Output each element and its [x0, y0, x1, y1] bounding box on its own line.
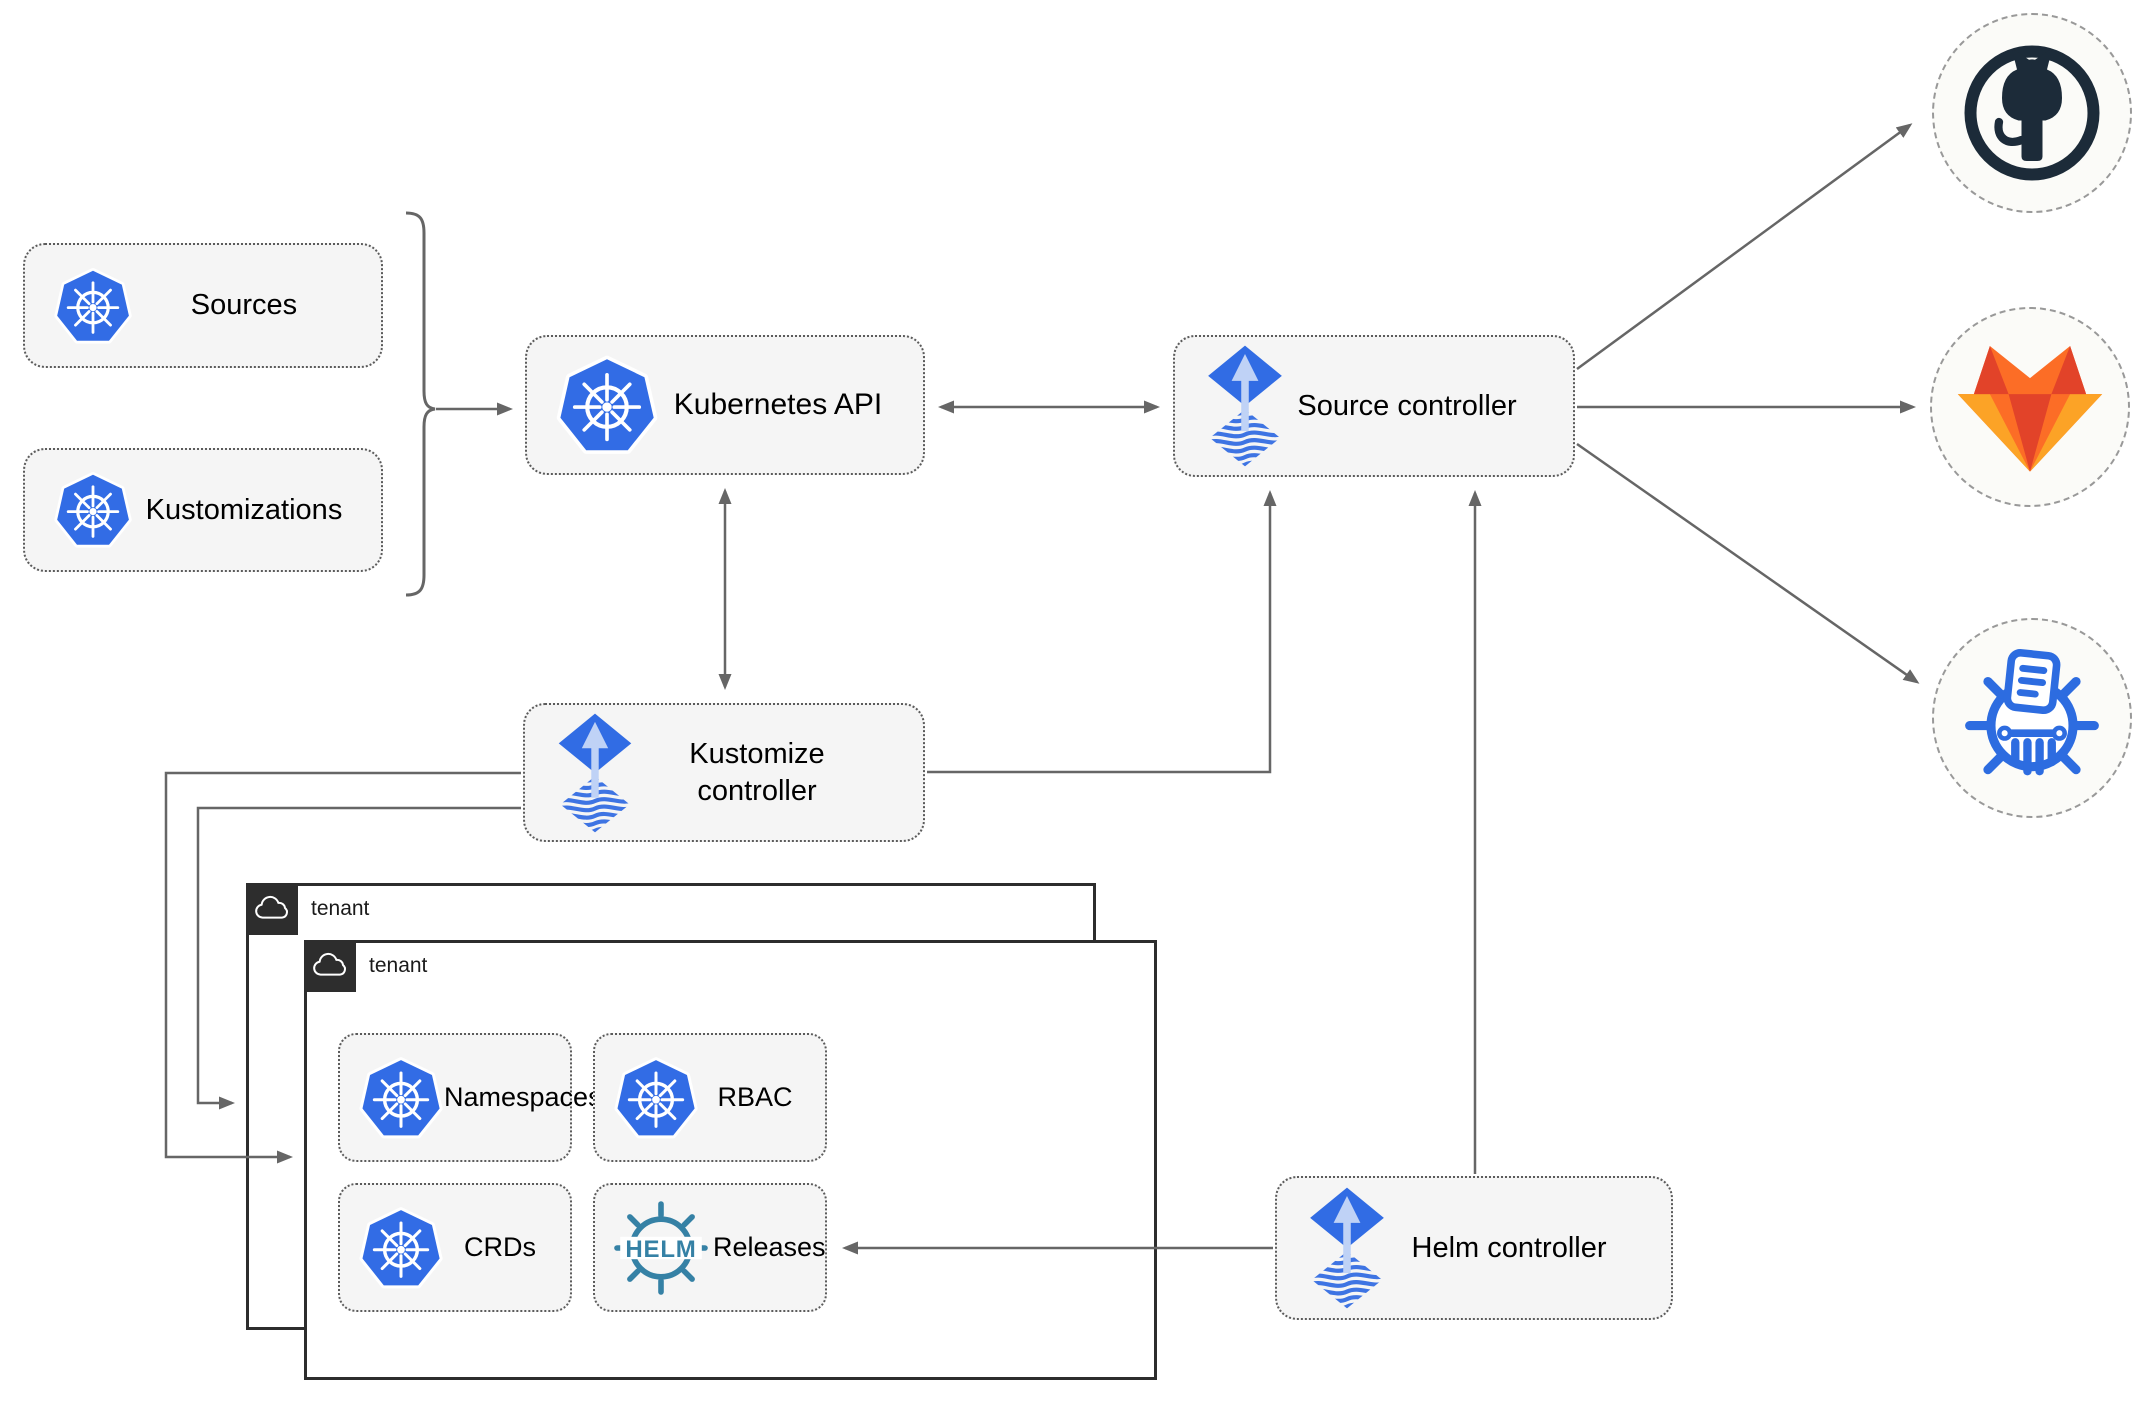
bucket-source-circle — [1932, 618, 2132, 818]
node-sources-label: Sources — [190, 289, 298, 322]
node-source-controller: Source controller — [1173, 335, 1575, 477]
node-source-controller-label: Source controller — [1297, 389, 1517, 422]
flux-icon — [1203, 344, 1287, 468]
node-kustomizations: Kustomizations — [23, 448, 383, 572]
gitlab-source-circle — [1930, 307, 2130, 507]
node-helm-controller: Helm controller — [1275, 1176, 1673, 1320]
node-kustomize-controller: Kustomize controller — [523, 703, 925, 842]
kubernetes-icon — [53, 470, 133, 550]
gitlab-tanuki-icon — [1957, 345, 2103, 472]
node-kustomizations-label: Kustomizations — [145, 493, 343, 526]
node-releases: Releases — [593, 1183, 827, 1312]
bucket-storage-icon — [1956, 642, 2108, 794]
node-rbac: RBAC — [593, 1033, 827, 1162]
tenant-back-label: tenant — [311, 897, 370, 920]
crds-group-brace — [405, 211, 436, 597]
kubernetes-icon — [555, 353, 659, 457]
node-sources: Sources — [23, 243, 383, 368]
node-helm-controller-label: Helm controller — [1411, 1231, 1607, 1264]
node-crds-label: CRDs — [464, 1231, 536, 1262]
cloud-icon — [255, 895, 288, 919]
node-crds: CRDs — [338, 1183, 572, 1312]
flux-icon — [553, 712, 637, 834]
github-octocat-icon — [1957, 38, 2107, 188]
node-rbac-label: RBAC — [717, 1081, 793, 1112]
edge-kustomize-controller-to-source-controller — [927, 490, 1277, 774]
edge-source-controller-to-bucket — [1576, 442, 1920, 684]
flux-icon — [1305, 1186, 1389, 1310]
edge-source-controller-to-github — [1576, 123, 1913, 371]
node-namespaces-label: Namespaces — [444, 1081, 602, 1112]
tenant-front-header — [304, 940, 356, 992]
cloud-icon — [313, 952, 346, 976]
node-kubernetes-api: Kubernetes API — [525, 335, 925, 475]
tenant-front-label: tenant — [369, 954, 428, 977]
kubernetes-icon — [53, 266, 133, 346]
github-source-circle — [1932, 13, 2132, 213]
kubernetes-icon — [358, 1055, 444, 1141]
kubernetes-icon — [613, 1055, 699, 1141]
tenant-back-header — [246, 883, 298, 935]
node-namespaces: Namespaces — [338, 1033, 602, 1162]
node-releases-label: Releases — [713, 1231, 826, 1262]
kubernetes-icon — [358, 1205, 444, 1291]
node-kubernetes-api-label: Kubernetes API — [673, 388, 883, 422]
node-kustomize-controller-label: Kustomize controller — [689, 738, 825, 807]
helm-icon — [609, 1200, 713, 1296]
